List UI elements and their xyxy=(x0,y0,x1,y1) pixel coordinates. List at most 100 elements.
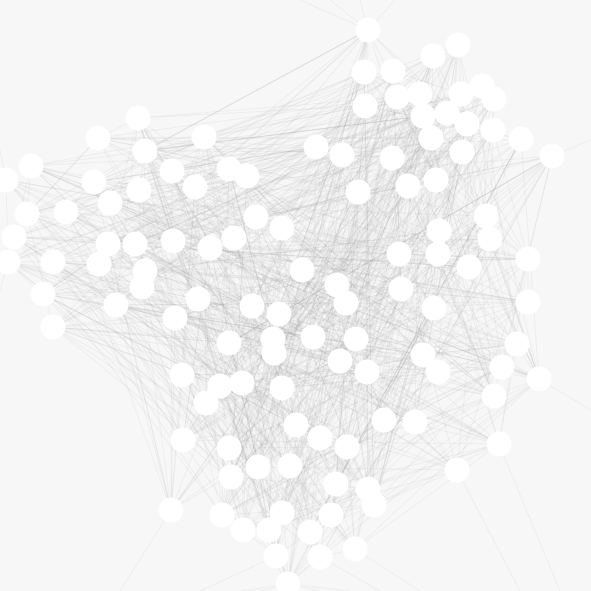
graph-node[interactable] xyxy=(126,177,152,203)
graph-node[interactable] xyxy=(216,435,242,461)
graph-node[interactable] xyxy=(266,301,292,327)
graph-node[interactable] xyxy=(209,502,235,528)
graph-node[interactable] xyxy=(351,59,377,85)
graph-node[interactable] xyxy=(361,492,387,518)
graph-node[interactable] xyxy=(158,497,184,523)
graph-node[interactable] xyxy=(245,454,271,480)
graph-node[interactable] xyxy=(481,86,507,112)
graph-node[interactable] xyxy=(125,105,151,131)
graph-node[interactable] xyxy=(86,251,112,277)
graph-node[interactable] xyxy=(345,179,371,205)
graph-node[interactable] xyxy=(40,314,66,340)
graph-node[interactable] xyxy=(269,375,295,401)
graph-node[interactable] xyxy=(323,471,349,497)
graph-node[interactable] xyxy=(239,293,265,319)
graph-node[interactable] xyxy=(269,215,295,241)
graph-node[interactable] xyxy=(193,390,219,416)
graph-node[interactable] xyxy=(449,139,475,165)
graph-node[interactable] xyxy=(448,81,474,107)
graph-node[interactable] xyxy=(508,126,534,152)
graph-node[interactable] xyxy=(515,289,541,315)
graph-node[interactable] xyxy=(85,125,111,151)
graph-node[interactable] xyxy=(170,427,196,453)
graph-node[interactable] xyxy=(402,409,428,435)
graph-node[interactable] xyxy=(380,58,406,84)
graph-node[interactable] xyxy=(221,225,247,251)
graph-node[interactable] xyxy=(297,519,323,545)
graph-node[interactable] xyxy=(504,331,530,357)
graph-node[interactable] xyxy=(420,43,446,69)
graph-node[interactable] xyxy=(386,241,412,267)
graph-node[interactable] xyxy=(318,502,344,528)
graph-node[interactable] xyxy=(454,111,480,137)
graph-node[interactable] xyxy=(327,348,353,374)
graph-node[interactable] xyxy=(162,305,188,331)
graph-node[interactable] xyxy=(122,231,148,257)
graph-node[interactable] xyxy=(307,544,333,570)
graph-node[interactable] xyxy=(342,536,368,562)
graph-node[interactable] xyxy=(423,167,449,193)
graph-node[interactable] xyxy=(481,383,507,409)
graph-node[interactable] xyxy=(216,330,242,356)
graph-node[interactable] xyxy=(97,190,123,216)
graph-node[interactable] xyxy=(0,167,19,193)
graph-node[interactable] xyxy=(477,226,503,252)
graph-node[interactable] xyxy=(263,543,289,569)
graph-node[interactable] xyxy=(218,464,244,490)
graph-node[interactable] xyxy=(230,517,256,543)
graph-node[interactable] xyxy=(243,204,269,230)
graph-node[interactable] xyxy=(421,295,447,321)
graph-node[interactable] xyxy=(103,292,129,318)
graph-node[interactable] xyxy=(418,125,444,151)
graph-node[interactable] xyxy=(480,117,506,143)
graph-node[interactable] xyxy=(384,84,410,110)
graph-node[interactable] xyxy=(261,340,287,366)
graph-node[interactable] xyxy=(456,254,482,280)
graph-node[interactable] xyxy=(277,453,303,479)
graph-node[interactable] xyxy=(169,362,195,388)
graph-node[interactable] xyxy=(355,17,381,43)
graph-node[interactable] xyxy=(30,281,56,307)
graph-node[interactable] xyxy=(207,373,233,399)
graph-node[interactable] xyxy=(371,407,397,433)
graph-node[interactable] xyxy=(329,142,355,168)
graph-node[interactable] xyxy=(486,431,512,457)
graph-node[interactable] xyxy=(160,228,186,254)
graph-node[interactable] xyxy=(289,257,315,283)
graph-node[interactable] xyxy=(129,274,155,300)
graph-node[interactable] xyxy=(407,81,433,107)
graph-node[interactable] xyxy=(0,249,21,275)
graph-node[interactable] xyxy=(395,173,421,199)
graph-node[interactable] xyxy=(379,145,405,171)
graph-node[interactable] xyxy=(191,124,217,150)
graph-node[interactable] xyxy=(14,201,40,227)
graph-node[interactable] xyxy=(343,326,369,352)
graph-node[interactable] xyxy=(197,235,223,261)
graph-node[interactable] xyxy=(425,359,451,385)
graph-node[interactable] xyxy=(256,517,282,543)
graph-node[interactable] xyxy=(515,246,541,272)
graph-node[interactable] xyxy=(53,199,79,225)
graph-node[interactable] xyxy=(40,249,66,275)
graph-node[interactable] xyxy=(352,93,378,119)
graph-node[interactable] xyxy=(275,571,301,591)
graph-node[interactable] xyxy=(388,276,414,302)
graph-node[interactable] xyxy=(182,174,208,200)
graph-node[interactable] xyxy=(445,32,471,58)
graph-node[interactable] xyxy=(473,203,499,229)
graph-node[interactable] xyxy=(229,370,255,396)
graph-node[interactable] xyxy=(539,143,565,169)
graph-node[interactable] xyxy=(132,138,158,164)
graph-node[interactable] xyxy=(234,163,260,189)
graph-node[interactable] xyxy=(334,434,360,460)
graph-node[interactable] xyxy=(489,354,515,380)
graph-node[interactable] xyxy=(269,500,295,526)
graph-node[interactable] xyxy=(185,286,211,312)
graph-node[interactable] xyxy=(300,324,326,350)
graph-node[interactable] xyxy=(526,366,552,392)
graph-node[interactable] xyxy=(283,412,309,438)
graph-node[interactable] xyxy=(303,134,329,160)
graph-node[interactable] xyxy=(307,425,333,451)
graph-node[interactable] xyxy=(444,457,470,483)
graph-node[interactable] xyxy=(426,218,452,244)
